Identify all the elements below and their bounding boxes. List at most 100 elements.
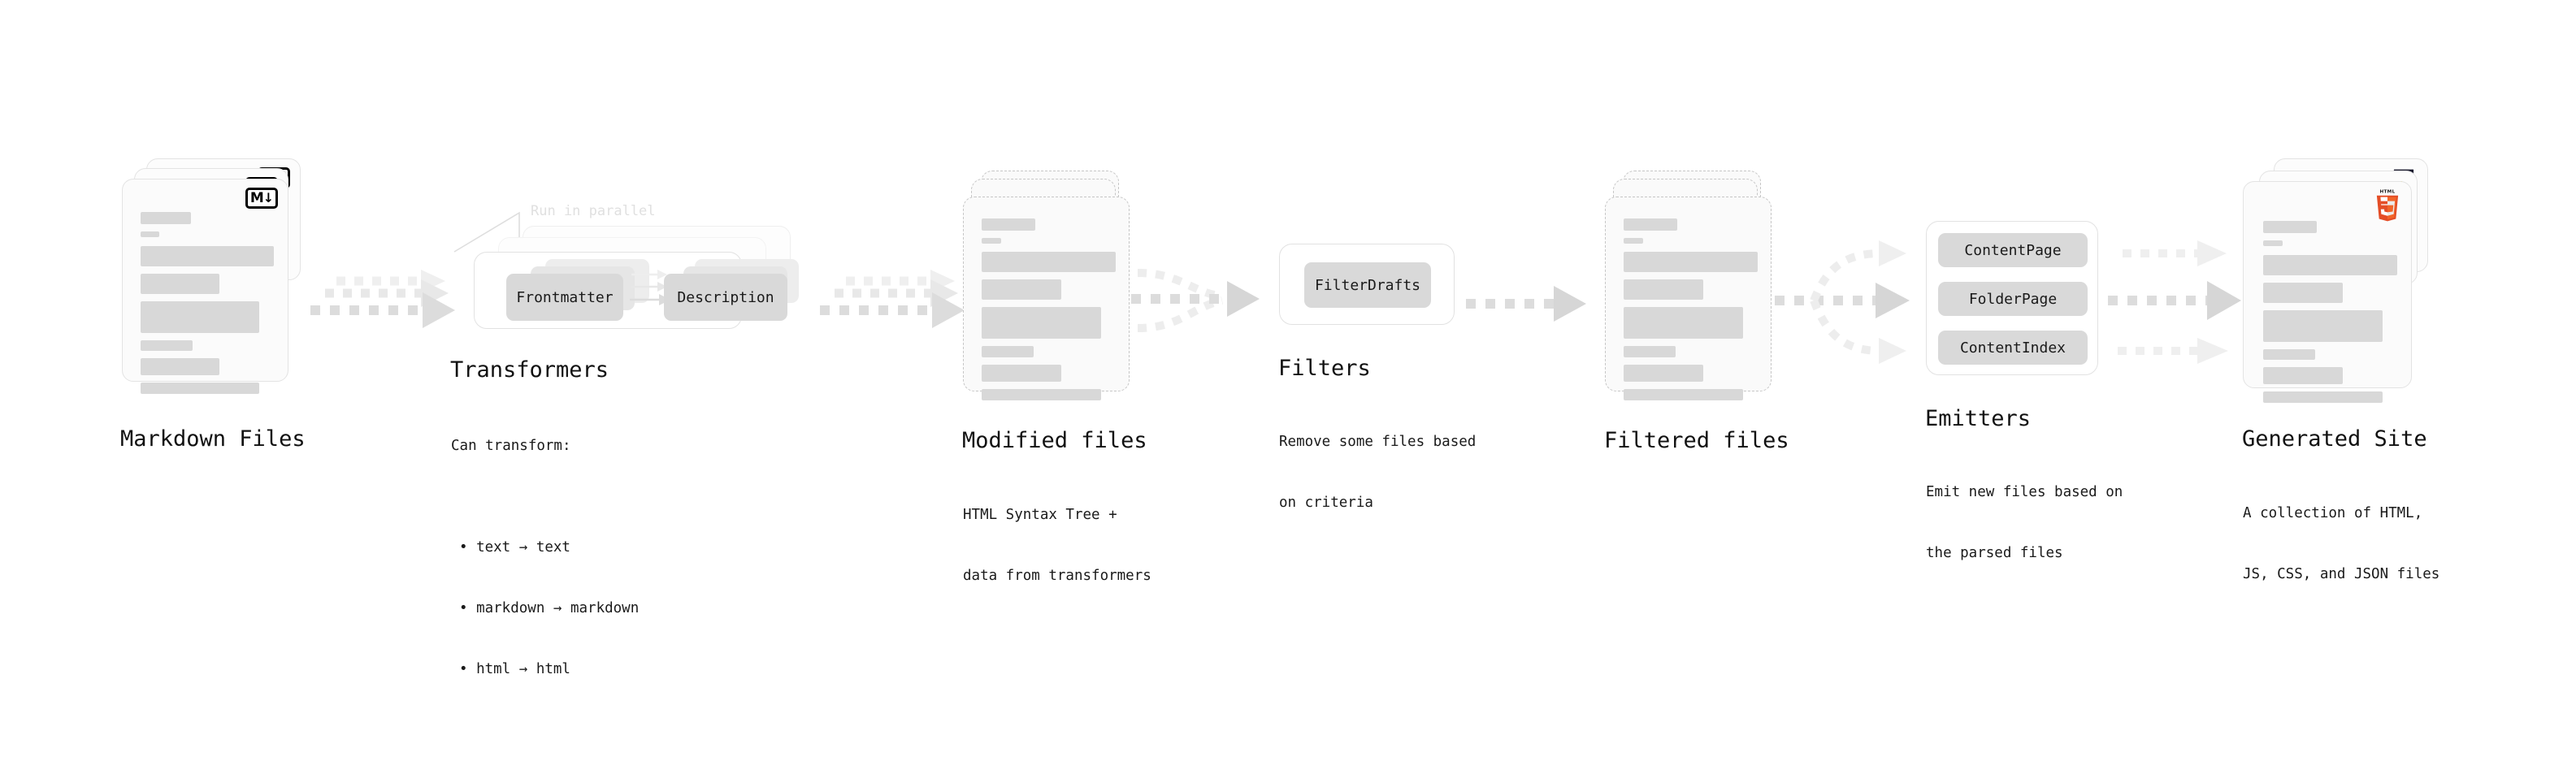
- filter-chip-filterdrafts[interactable]: FilterDrafts: [1304, 262, 1431, 308]
- emitter-chip-folderpage[interactable]: FolderPage: [1938, 282, 2088, 316]
- emitter-chip-contentpage[interactable]: ContentPage: [1938, 233, 2088, 267]
- chip-label: Frontmatter: [516, 288, 614, 306]
- modified-card-front: [963, 197, 1130, 400]
- markdown-badge-arrow-icon: ↓: [262, 190, 274, 205]
- emitter-chip-contentindex[interactable]: ContentIndex: [1938, 331, 2088, 365]
- arrow-transformers-to-modified: [820, 270, 965, 328]
- placeholder-bar: [141, 383, 259, 394]
- stage-modified-files: Modified files HTML Syntax Tree + data f…: [962, 171, 1151, 584]
- chip-label: FilterDrafts: [1314, 276, 1421, 294]
- stage-title-generated-site: Generated Site: [2242, 426, 2427, 452]
- pipeline-diagram: M↓ M↓ M↓: [120, 158, 2439, 677]
- markdown-placeholder-lines: [141, 212, 274, 401]
- generated-site-stack: CSS HTML: [2243, 158, 2438, 435]
- arrow-head-up: [1879, 240, 1906, 266]
- placeholder-bar: [1624, 252, 1758, 272]
- arrow-head-down: [1879, 338, 1906, 364]
- placeholder-bar: [1624, 307, 1743, 339]
- arrow-modified-to-filters-merge: [1131, 269, 1260, 332]
- desc-line: JS, CSS, and JSON files: [2243, 566, 2440, 582]
- stage-title-filtered-files: Filtered files: [1604, 428, 1789, 453]
- site-card-front: HTML: [2243, 181, 2412, 403]
- stage-emitters: ContentPage FolderPage ContentIndex Emit…: [1925, 221, 2123, 561]
- markdown-badge-front: M↓: [245, 188, 278, 209]
- placeholder-bar: [141, 246, 274, 266]
- desc-heading: Can transform:: [451, 438, 571, 454]
- markdown-badge-letter: M: [249, 189, 264, 206]
- placeholder-bar: [982, 238, 1001, 244]
- arrow-filters-to-filtered: [1466, 286, 1586, 322]
- arrow-head-center: [1876, 283, 1910, 318]
- placeholder-bar: [1624, 279, 1703, 300]
- stage-title-transformers: Transformers: [450, 357, 609, 383]
- desc-line: A collection of HTML,: [2243, 505, 2423, 521]
- placeholder-bar: [982, 218, 1035, 231]
- list-item: • markdown → markdown: [459, 600, 640, 616]
- modified-placeholder-lines: [982, 218, 1116, 408]
- placeholder-bar: [2263, 349, 2315, 360]
- placeholder-bar: [1624, 389, 1743, 400]
- markdown-card-front: M↓: [122, 179, 288, 394]
- placeholder-bar: [141, 301, 259, 333]
- stage-markdown-files: M↓ M↓ M↓: [120, 158, 309, 452]
- placeholder-bar: [141, 274, 219, 294]
- desc-line: the parsed files: [1926, 545, 2063, 561]
- placeholder-bar: [141, 358, 219, 375]
- placeholder-bar: [982, 307, 1101, 339]
- stage-filtered-files: Filtered files: [1604, 171, 1792, 453]
- stage-desc-transformers: Can transform: • text → text • markdown …: [451, 396, 639, 761]
- placeholder-bar: [1624, 346, 1676, 357]
- arrow-line-center: [2108, 281, 2241, 320]
- transformer-chip-frontmatter[interactable]: Frontmatter: [506, 274, 623, 321]
- stage-desc-modified-files: HTML Syntax Tree + data from transformer…: [963, 465, 1151, 627]
- placeholder-bar: [982, 279, 1061, 300]
- placeholder-bar: [982, 365, 1061, 382]
- placeholder-bar: [2263, 310, 2383, 342]
- placeholder-bar: [982, 389, 1101, 400]
- arrow-line-top: [2123, 240, 2227, 266]
- placeholder-bar: [141, 340, 193, 351]
- arrow-line-strong: [820, 292, 965, 328]
- desc-line: on criteria: [1279, 495, 1373, 511]
- arrow-markdown-to-transformers: [310, 270, 455, 328]
- desc-line: Remove some files based: [1279, 434, 1477, 450]
- svg-text:HTML: HTML: [2380, 190, 2396, 195]
- placeholder-bar: [2263, 240, 2283, 246]
- stage-title-emitters: Emitters: [1925, 406, 2032, 431]
- modified-file-stack: [963, 171, 1150, 430]
- placeholder-bar: [141, 212, 191, 224]
- stage-filters: FilterDrafts Filters Remove some files b…: [1278, 244, 1476, 511]
- placeholder-bar: [141, 231, 159, 237]
- placeholder-bar: [1624, 218, 1677, 231]
- arrow-line-bottom: [2118, 338, 2228, 364]
- placeholder-bar: [1624, 238, 1643, 244]
- chip-label: FolderPage: [1968, 290, 2058, 308]
- placeholder-bar: [1624, 365, 1703, 382]
- stage-title-filters: Filters: [1278, 356, 1371, 381]
- filtered-card-front: [1605, 197, 1772, 400]
- list-item: • html → html: [459, 661, 570, 677]
- placeholder-bar: [2263, 391, 2383, 403]
- placeholder-bar: [2263, 283, 2343, 303]
- run-in-parallel-label: Run in parallel: [531, 203, 656, 219]
- filters-group-box: FilterDrafts: [1279, 244, 1455, 325]
- arrow-line-down: [1810, 299, 1881, 355]
- placeholder-bar: [2263, 221, 2317, 233]
- transformer-chip-description[interactable]: Description: [664, 274, 787, 321]
- chip-label: Description: [677, 288, 774, 306]
- markdown-file-stack: M↓ M↓ M↓: [122, 158, 309, 426]
- stage-desc-filters: Remove some files based on criteria: [1279, 391, 1476, 554]
- arrow-line-strong: [310, 292, 455, 328]
- placeholder-bar: [982, 346, 1034, 357]
- arrow-emitters-to-site: [2108, 240, 2241, 364]
- emitters-group-box: ContentPage FolderPage ContentIndex: [1926, 221, 2098, 375]
- stage-desc-emitters: Emit new files based on the parsed files: [1926, 442, 2123, 604]
- html5-icon: HTML: [2376, 190, 2399, 222]
- arrow-line-up: [1810, 249, 1881, 302]
- stage-desc-generated-site: A collection of HTML, JS, CSS, and JSON …: [2243, 463, 2439, 625]
- list-item: • text → text: [459, 539, 570, 556]
- html5-badge-wrap: HTML: [2374, 188, 2401, 222]
- stage-generated-site: CSS HTML: [2242, 158, 2439, 582]
- chip-label: ContentPage: [1964, 241, 2062, 259]
- filtered-file-stack: [1605, 171, 1792, 430]
